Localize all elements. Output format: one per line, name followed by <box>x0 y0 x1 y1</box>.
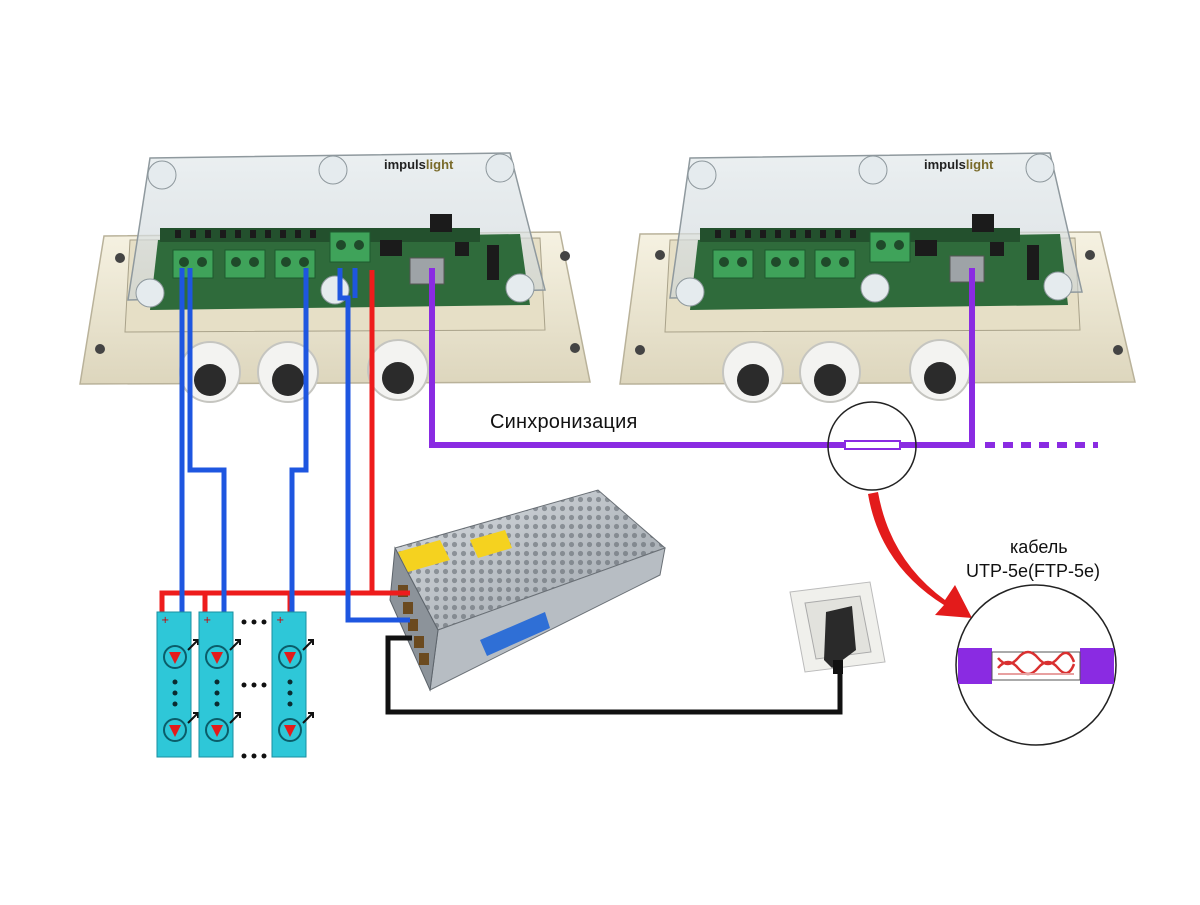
sync-label: Синхронизация <box>490 411 638 433</box>
led-strip-3: + <box>271 611 314 758</box>
callout-arrow <box>868 492 972 618</box>
svg-text:+: + <box>203 615 211 626</box>
controller-box-1 <box>79 152 591 403</box>
led-strip-1: + <box>156 611 199 758</box>
cable-label-line2: UTP-5e(FTP-5e) <box>966 561 1101 581</box>
twisted-pair-icon <box>955 584 1117 746</box>
svg-text:+: + <box>161 615 169 626</box>
magnifier-circle <box>827 401 917 491</box>
power-supply <box>389 489 666 692</box>
brand-part2: light <box>425 157 454 172</box>
controller-box-2 <box>619 152 1136 403</box>
sync-wire <box>429 268 1098 448</box>
svg-text:+: + <box>276 615 284 626</box>
brand-logo-2: impulslight <box>924 157 993 172</box>
brand-part1: impuls <box>384 157 426 172</box>
brand-logo-1: impulslight <box>384 157 453 172</box>
brand-part1: impuls <box>924 157 966 172</box>
data-wires <box>179 268 410 623</box>
brand-part2: light <box>965 157 994 172</box>
strip-ellipsis <box>241 619 267 759</box>
mains-wire <box>385 635 843 715</box>
wall-socket <box>789 581 886 674</box>
led-strip-2: + <box>198 611 241 758</box>
cable-label-line1: кабель <box>1010 537 1068 557</box>
